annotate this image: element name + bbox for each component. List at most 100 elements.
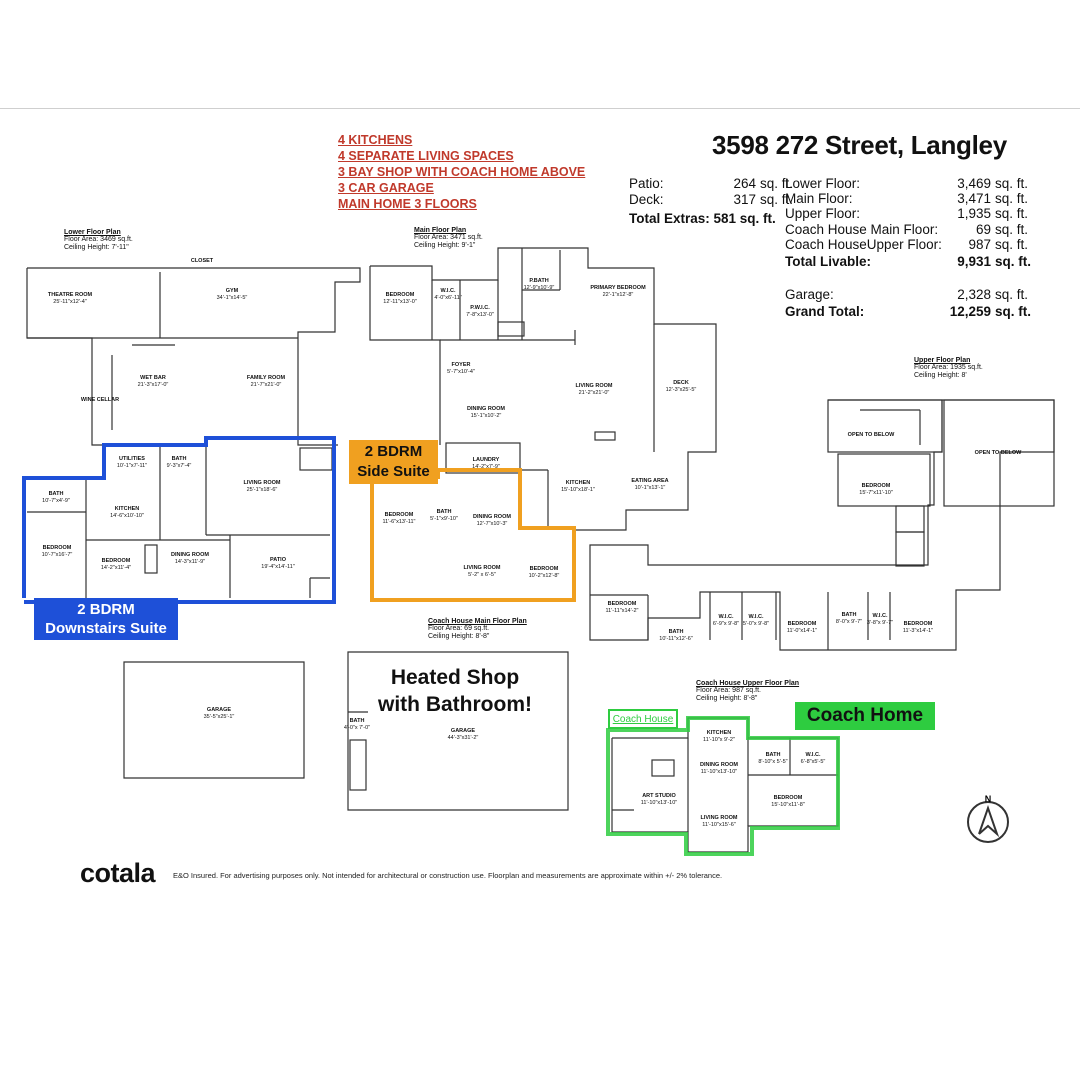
disclaimer-text: E&O Insured. For advertising purposes on… [173,871,723,880]
property-address: 3598 272 Street, Langley [712,130,1007,160]
room-label: W.I.C.5'-0"x 9'-8" [742,614,770,627]
coach-house-label: Coach House [608,709,678,729]
room-label: OPEN TO BELOW [974,450,1022,456]
plan-ceiling: Ceiling Height: 8'-8" [428,633,490,640]
plan-area: Floor Area: 69 sq.ft. [428,625,490,632]
brand-logo: cotala [80,858,156,888]
plan-title: Lower Floor Plan [64,229,121,236]
room-label: W.I.C.4'-0"x6'-11" [434,288,462,301]
property-highlights: 4 KITCHENS 4 SEPARATE LIVING SPACES 3 BA… [338,132,585,212]
plan-title: Main Floor Plan [414,227,467,234]
highlight-line: 3 CAR GARAGE [338,181,434,195]
main-floor-outline [347,247,717,811]
heated-shop-callout: Heated Shop with Bathroom! [378,666,532,716]
extras-row-patio: Patio: 264 sq. ft. [629,176,794,191]
extras-table: Patio: 264 sq. ft. Deck: 317 sq. ft. Tot… [629,176,793,227]
coach-home-badge: Coach Home [795,702,935,730]
north-arrow-icon: N [967,794,1009,843]
plan-area: Floor Area: 3469 sq.ft. [64,236,133,243]
room-label: CLOSET [190,258,214,264]
highlight-line: 4 KITCHENS [338,133,413,147]
extras-row-deck: Deck: 317 sq. ft. [629,191,794,207]
side-suite-badge: 2 BDRM Side Suite [349,440,438,484]
area-row [785,269,1025,287]
plan-ceiling: Ceiling Height: 8' [914,372,967,379]
room-label: OPEN TO BELOW [847,432,895,438]
plan-area: Floor Area: 3471 sq.ft. [414,234,483,241]
upper-floor-outline [589,399,1055,651]
lower-floor-outline [26,267,361,779]
plan-title: Coach House Upper Floor Plan [696,680,800,687]
compass-letter: N [985,794,992,804]
top-divider [0,108,1080,109]
highlight-line: 3 BAY SHOP WITH COACH HOME ABOVE [338,165,586,179]
plan-ceiling: Ceiling Height: 9'-1" [414,242,476,249]
plan-area: Floor Area: 987 sq.ft. [696,687,761,694]
plan-area: Floor Area: 1935 sq.ft. [914,364,983,371]
highlight-line: MAIN HOME 3 FLOORS [338,197,477,211]
main-floor-plan-header: Main Floor Plan Floor Area: 3471 sq.ft. … [414,227,483,250]
coach-main-plan-header: Coach House Main Floor Plan Floor Area: … [428,618,527,641]
plan-title: Upper Floor Plan [914,357,971,364]
room-label: W.I.C.6'-9"x 9'-8" [712,614,740,627]
lower-floor-plan-header: Lower Floor Plan Floor Area: 3469 sq.ft.… [64,229,133,252]
plan-ceiling: Ceiling Height: 8'-8" [696,695,758,702]
room-label: P.W.I.C.7'-8"x13'-0" [466,305,494,318]
plan-title: Coach House Main Floor Plan [428,618,527,625]
room-label: WINE CELLAR [80,397,120,403]
coach-upper-plan-header: Coach House Upper Floor Plan Floor Area:… [696,680,799,703]
room-label: W.I.C.6'-8"x5'-5" [800,752,826,765]
upper-floor-plan-header: Upper Floor Plan Floor Area: 1935 sq.ft.… [914,357,983,380]
plan-ceiling: Ceiling Height: 7'-11" [64,244,129,251]
